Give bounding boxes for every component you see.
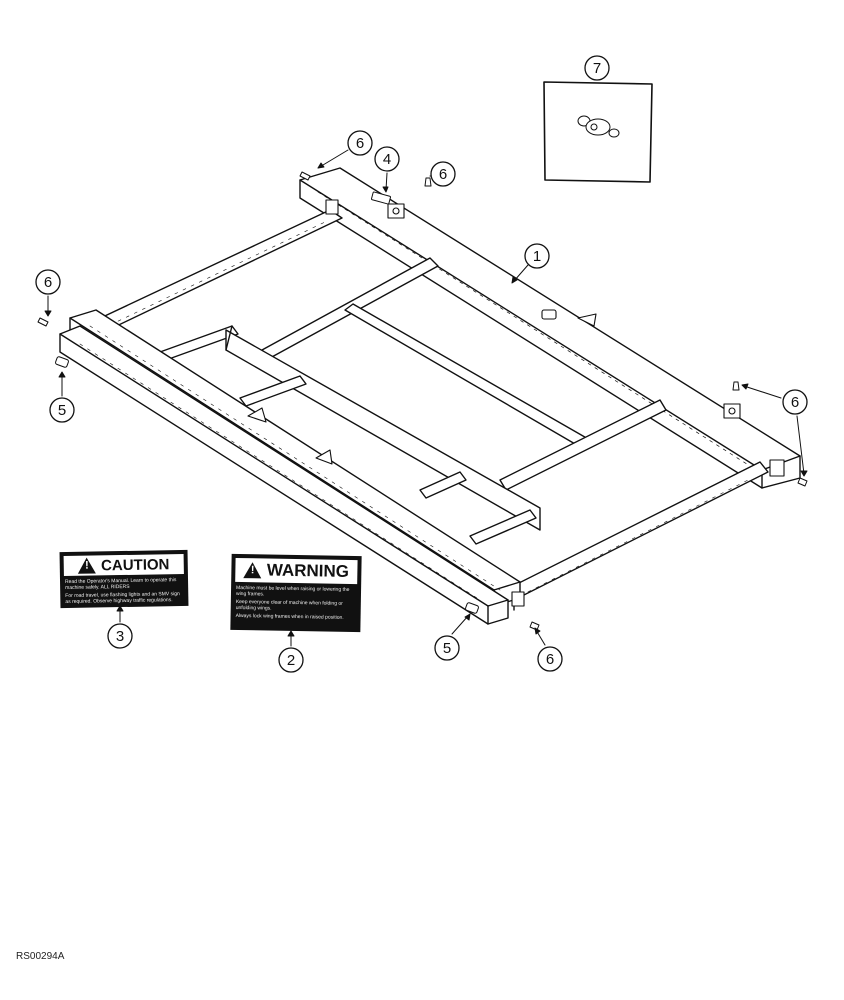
callout-6d: 6 [791, 394, 799, 411]
rear-beam [299, 167, 801, 489]
callout-5b: 5 [443, 640, 451, 657]
left-side-tube [91, 209, 343, 347]
caution-decal: CAUTION Read the Operator's Manual. Lear… [59, 549, 189, 609]
caution-header: CAUTION [63, 553, 184, 577]
warning-line-2: Keep everyone clear of machine when fold… [235, 598, 343, 612]
cross-members [159, 257, 667, 545]
front-beam [59, 309, 521, 625]
mounting-brackets [247, 199, 785, 607]
warning-title: WARNING [266, 560, 350, 581]
warning-line-3: Always lock wing frames when in raised p… [235, 612, 344, 621]
callout-circles [35, 55, 808, 673]
warning-line-1: Machine must be level when raising or lo… [235, 584, 350, 598]
right-side-tube [504, 461, 769, 611]
callout-7: 7 [593, 60, 601, 77]
plugs [55, 191, 479, 614]
callout-6b: 6 [439, 166, 447, 183]
callout-2: 2 [287, 652, 295, 669]
callout-3: 3 [116, 628, 124, 645]
warning-triangle-icon [77, 557, 97, 574]
callout-6e: 6 [546, 651, 554, 668]
warning-decal: WARNING Machine must be level when raisi… [230, 553, 362, 633]
warning-triangle-icon [243, 562, 262, 579]
illustration-reference-code: RS00294A [16, 951, 65, 962]
detail-inset-7 [543, 81, 653, 183]
caution-line-1: Read the Operator's Manual. Learn to ope… [64, 577, 177, 592]
leader-lines [44, 149, 808, 647]
callout-5a: 5 [58, 402, 66, 419]
callout-1: 1 [533, 248, 541, 265]
caution-line-2: For road travel, use flashing lights and… [65, 591, 180, 606]
callout-4: 4 [383, 151, 391, 168]
callout-6a: 6 [356, 135, 364, 152]
caution-title: CAUTION [100, 555, 170, 574]
warning-header: WARNING [235, 557, 358, 585]
callout-6c: 6 [44, 274, 52, 291]
